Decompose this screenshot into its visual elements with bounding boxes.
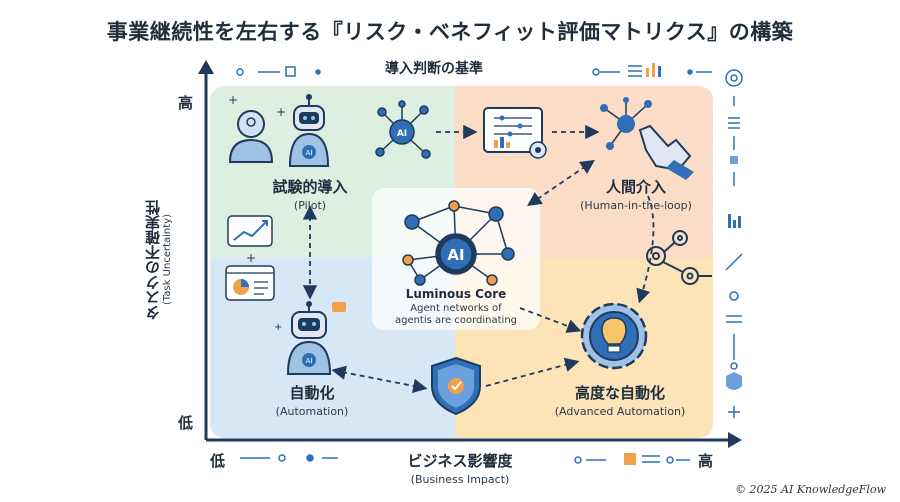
core-ai-badge: AI [447,246,464,264]
trend-chart-card-icon [227,215,273,247]
automation-robot-badge: AI [306,357,313,365]
y-axis-title: タスクの不確実性 (Task Uncertainty) [136,160,176,360]
quadrant-pilot-label: 試験的導入 (Pilot) [250,176,370,212]
quadrant-advanced-label: 高度な自動化 (Advanced Automation) [540,382,700,418]
x-axis-low-label: 低 [210,452,226,470]
flow-arrows [302,124,655,393]
top-caption: 導入判断の基準 [385,61,483,77]
automation-robot-icon: + [274,301,346,375]
svg-text:+: + [276,105,286,119]
lightbulb-gear-icon [580,302,648,370]
pilot-robot-badge: AI [306,149,313,157]
pilot-robot-icon [288,94,330,167]
copyright-notice: © 2025 AI KnowledgeFlow [735,483,886,496]
quadrant-advanced-title: 高度な自動化 [574,384,665,402]
x-axis-line [206,432,742,448]
quadrant-automation-subtitle: (Automation) [275,405,349,418]
x-axis-title-jp: ビジネス影響度 [407,452,513,470]
y-axis-title-en: (Task Uncertainty) [162,214,173,306]
quadrant-advanced-subtitle: (Advanced Automation) [554,405,686,418]
core-subtitle-line1: Agent networks of [410,303,502,314]
y-axis-line [198,60,214,440]
y-axis-title-jp: タスクの不確実性 [144,200,162,320]
quadrant-human-subtitle: (Human-in-the-loop) [580,199,692,212]
dashboard-monitor-icon [483,107,547,159]
core-subtitle-line2: agentis are coordinating [394,315,518,326]
top-right-decor-icons [592,63,712,77]
pie-chart-card-icon [225,265,275,301]
ai-network-node-icon [375,100,431,159]
quadrant-pilot-title: 試験的導入 [272,178,348,196]
luminous-core-network-icon [402,200,515,286]
bottom-right-decor-icons [574,453,690,465]
core-title: Luminous Core [405,287,507,301]
network-pointer-hand-icon [600,97,694,180]
bottom-left-decor-icons [240,454,338,462]
y-axis-low-label: 低 [178,414,194,432]
quadrant-automation-title: 自動化 [289,384,335,402]
quadrant-pilot-subtitle: (Pilot) [293,199,327,212]
x-axis-high-label: 高 [698,452,714,470]
gear-cluster-icon [646,230,712,285]
y-axis-high-label: 高 [178,94,194,112]
security-shield-icon [431,356,481,416]
network-ai-badge: AI [397,129,407,139]
core-subtitle: Agent networks of agentis are coordinati… [372,303,540,327]
top-left-decor-icons [236,66,321,77]
x-axis-title: ビジネス影響度 (Business Impact) [375,450,545,486]
human-operator-icon: + + [228,93,286,163]
page-title: 事業継続性を左右する『リスク・ベネフィット評価マトリクス』の構築 [106,20,794,44]
svg-text:+: + [274,322,282,333]
quadrant-human-label: 人間介入 (Human-in-the-loop) [566,176,706,212]
quadrant-human-title: 人間介入 [605,178,666,196]
plus-sign-icon: + [246,251,256,265]
quadrant-automation-label: 自動化 (Automation) [252,382,372,418]
svg-text:+: + [228,93,238,107]
right-decor-column [725,69,743,418]
x-axis-title-en: (Business Impact) [410,473,510,486]
